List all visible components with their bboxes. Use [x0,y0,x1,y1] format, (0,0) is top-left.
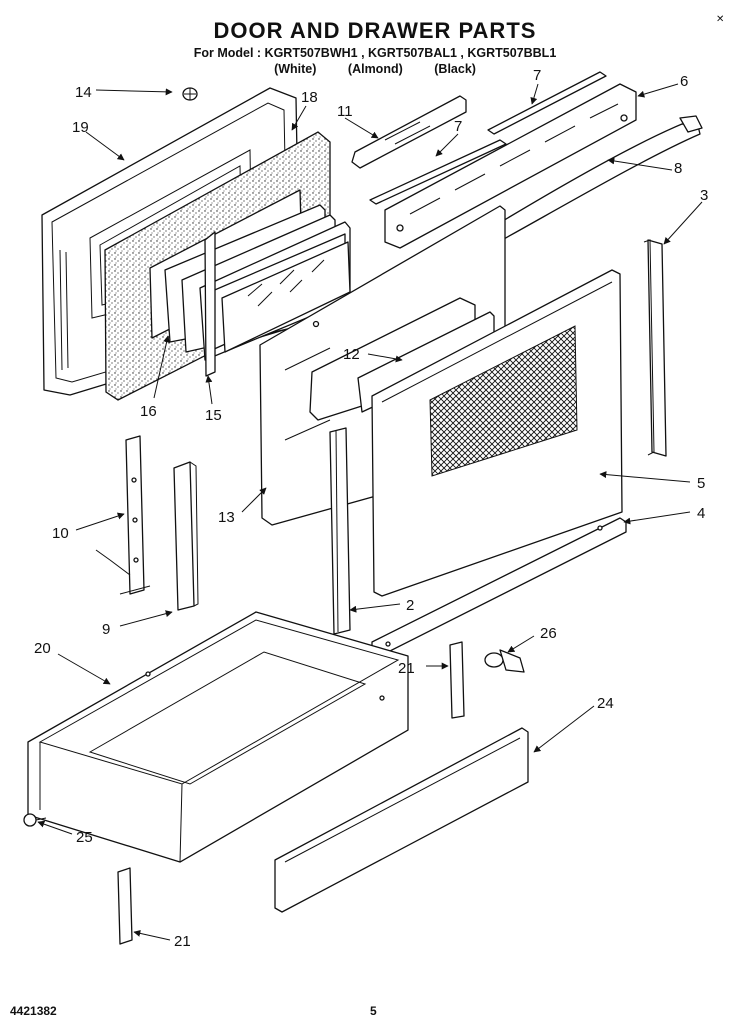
callout-15: 15 [205,407,222,424]
leader-lines [37,83,703,941]
callout-6: 6 [680,73,688,90]
callout-16: 16 [140,403,157,420]
callout-21-lower: 21 [174,933,191,950]
callout-25: 25 [76,829,93,846]
page-title: DOOR AND DRAWER PARTS [213,18,537,43]
part-25-bolt [23,813,47,827]
document-code: 4421382 [10,1004,57,1018]
part-26-roller [484,649,525,673]
callout-2: 2 [406,597,414,614]
callout-3: 3 [700,187,708,204]
page-number: 5 [370,1004,377,1018]
callout-20: 20 [34,640,51,657]
callout-9: 9 [102,621,110,638]
callout-8: 8 [674,160,682,177]
callout-13: 13 [218,509,235,526]
part-5-outer-door-panel [371,269,623,597]
callout-18: 18 [301,89,318,106]
part-3-side-trim-right [643,239,667,457]
part-7-vent-strips [369,71,607,205]
part-15-inner-glass-pack [164,204,351,377]
callout-labels: 14 18 19 11 7 7 6 8 3 12 16 15 5 4 10 13… [34,67,708,950]
callout-12: 12 [343,346,360,363]
part-10-hinge [95,435,151,595]
callout-7-lower: 7 [454,118,462,135]
callout-5: 5 [697,475,705,492]
callout-19: 19 [72,119,89,136]
callout-21-upper: 21 [398,660,415,677]
part-9-spacer [173,461,199,611]
part-21-slide-upper [449,641,465,719]
part-2-side-trim-left [329,427,351,635]
callout-4: 4 [697,505,705,522]
part-14-screw [182,87,198,101]
part-6-vent-trim [384,83,637,249]
part-24-drawer-front [274,727,529,913]
part-11-bracket [351,95,467,169]
callout-11: 11 [337,103,353,120]
callout-14: 14 [75,84,92,101]
callout-26: 26 [540,625,557,642]
callout-24: 24 [597,695,614,712]
corner-mark: ✕ [716,14,725,25]
model-numbers: For Model : KGRT507BWH1 , KGRT507BAL1 , … [193,46,557,60]
color-white: (White) [274,62,317,76]
diagram-header: DOOR AND DRAWER PARTS For Model : KGRT50… [0,18,750,76]
color-black: (Black) [434,62,476,76]
color-almond: (Almond) [347,62,403,76]
color-labels: (White) (Almond) (Black) [0,62,750,76]
callout-7-upper: 7 [533,67,541,84]
part-21-slide-lower [117,867,133,945]
callout-10: 10 [52,525,69,542]
